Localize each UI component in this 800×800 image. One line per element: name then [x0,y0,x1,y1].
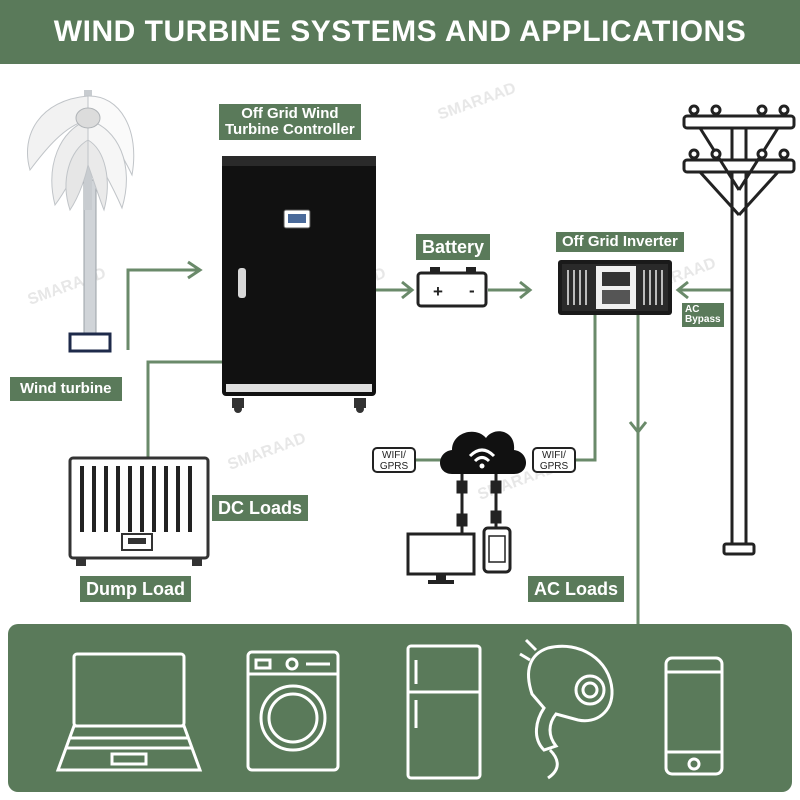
dump-load-label: Dump Load [80,576,191,602]
dc-loads-label: DC Loads [212,495,309,521]
wifi-tag-line1: WIFI/ [542,450,566,461]
page-title: WIND TURBINE SYSTEMS AND APPLICATIONS [0,0,800,64]
controller-cabinet-icon [222,156,376,413]
inverter-icon [558,260,672,315]
utility-pole-icon [682,104,796,556]
controller-label-line2: Turbine Controller [225,121,355,138]
inverter-label: Off Grid Inverter [556,232,684,252]
battery-minus: - [469,281,475,300]
ac-loads-panel [8,624,792,792]
cloud-icon [440,431,526,474]
cloud-links [456,474,502,534]
ac-loads-label: AC Loads [528,576,625,602]
controller-label-line1: Off Grid Wind [241,105,339,122]
wind-turbine-icon [26,90,135,353]
battery-label: Battery [416,234,491,260]
dump-load-icon [68,456,210,566]
ac-bypass-label: AC Bypass [682,303,724,327]
svg-text:SMARAAD: SMARAAD [436,80,519,124]
wind-turbine-label: Wind turbine [10,377,122,401]
wifi-tag-line2: GPRS [539,461,569,472]
wifi-tag-line1: WIFI/ [382,450,406,461]
battery-plus: + [433,282,443,301]
ac-bypass-line2: Bypass [685,314,721,325]
battery-icon: + - [416,267,488,308]
wifi-gprs-tag-left: WIFI/ GPRS [372,447,416,473]
monitor-icon [406,532,476,584]
wifi-tag-line2: GPRS [379,461,409,472]
controller-label: Off Grid Wind Turbine Controller [219,104,361,140]
svg-text:SMARAAD: SMARAAD [226,430,309,474]
ac-bypass-line1: AC [685,304,700,315]
connection-lines [126,260,735,624]
wifi-gprs-tag-right: WIFI/ GPRS [532,447,576,473]
phone-icon [482,526,512,574]
